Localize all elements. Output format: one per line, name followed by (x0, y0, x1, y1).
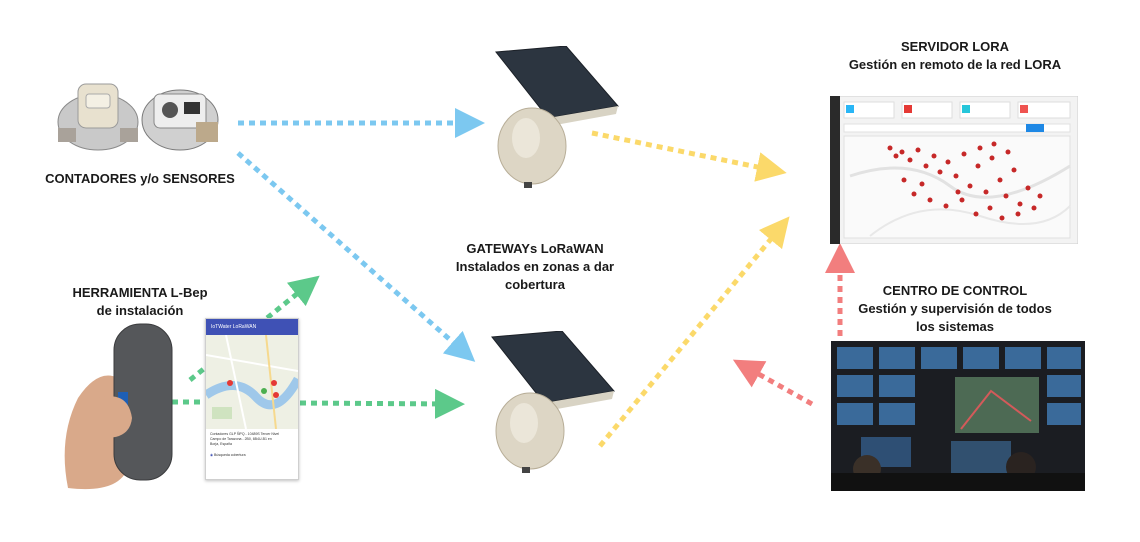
lora-server-dashboard (830, 96, 1078, 244)
meters-label: CONTADORES y/o SENSORES (40, 170, 240, 188)
arrow-gateway-top-to-server (591, 130, 787, 182)
lbep-tool-image (64, 323, 173, 490)
phone-info: Contadores GLP ÑPQ - 10489S Tercer Nivel… (206, 429, 298, 461)
arrow-control-to-gateway (732, 359, 814, 407)
phone-app-bar: IoTWater LoRaWAN (206, 319, 298, 335)
arrow-tool-to-gateway-bottom (299, 388, 465, 419)
phone-app-title: IoTWater LoRaWAN (211, 324, 257, 330)
phone-map (206, 335, 298, 429)
control-label-line2: Gestión y supervisión de todos (858, 301, 1052, 316)
control-label: CENTRO DE CONTROL Gestión y supervisión … (830, 282, 1080, 336)
phone-info-line3: Borja, España (210, 442, 232, 446)
gateway-bottom-image (491, 331, 615, 473)
control-center-image (831, 341, 1085, 491)
server-label-line1: SERVIDOR LORA (900, 39, 1010, 54)
control-label-line1: CENTRO DE CONTROL (882, 283, 1028, 298)
tool-label-line2: de instalación (96, 303, 184, 318)
tool-label: HERRAMIENTA L-Bep de instalación (60, 284, 220, 320)
wifi-icon: ◉ (210, 453, 214, 457)
tool-label-line1: HERRAMIENTA L-Bep (72, 285, 208, 300)
arrow-gateway-bottom-to-server (598, 216, 790, 448)
phone-coverage-button[interactable]: ◉ Búsqueda cobertura (210, 453, 294, 458)
server-label: SERVIDOR LORA Gestión en remoto de la re… (830, 38, 1080, 74)
phone-screen: IoTWater LoRaWAN Contadores GLP ÑPQ - 10… (205, 318, 299, 480)
meters-label-text: CONTADORES y/o SENSORES (45, 171, 235, 186)
phone-info-line2: Campo de Tarazona - 2B0, 6B4U-B1 en (210, 437, 272, 441)
server-label-line2: Gestión en remoto de la red LORA (848, 57, 1062, 72)
gateways-label-line2: Instalados en zonas a dar (455, 259, 615, 274)
gateways-label: GATEWAYs LoRaWAN Instalados en zonas a d… (425, 240, 645, 294)
phone-info-line1: Contadores GLP ÑPQ - 10489S Tercer Nivel (210, 432, 280, 436)
control-label-line3: los sistemas (915, 319, 995, 334)
gateways-label-line3: cobertura (505, 277, 565, 292)
phone-coverage-label: Búsqueda cobertura (214, 453, 246, 457)
water-meters-image (57, 83, 219, 151)
gateway-top-image (495, 46, 619, 188)
gateways-label-line1: GATEWAYs LoRaWAN (466, 241, 604, 256)
